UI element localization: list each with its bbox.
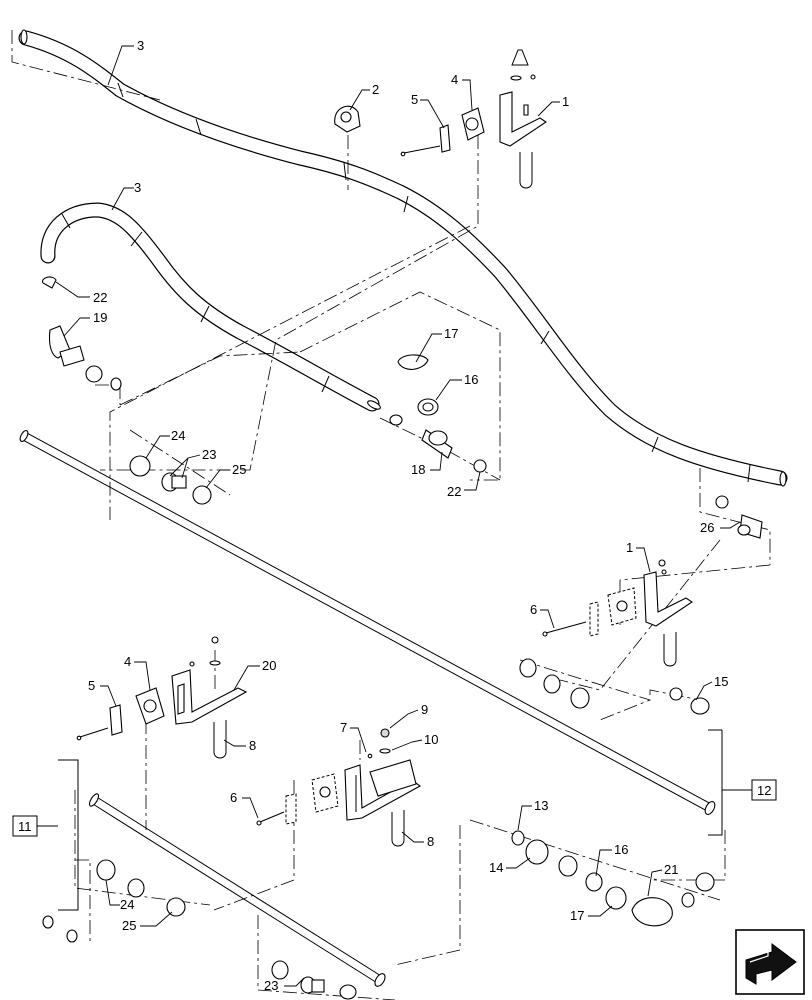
callout-9: 9 [421,702,428,717]
callout-5-lower: 5 [88,678,95,693]
fitting-26 [715,495,763,539]
callout-19: 19 [93,310,107,325]
short-tube [88,793,386,987]
bracket-20 [171,636,248,759]
callout-18: 18 [411,462,425,477]
callout-24-upper: 24 [171,428,185,443]
callout-1-upper: 1 [562,94,569,109]
callout-15: 15 [714,674,728,689]
callout-24-lower: 24 [120,897,134,912]
callout-22-left: 22 [93,290,107,305]
bracket-7 [256,728,422,847]
callout-5-upper: 5 [411,92,418,107]
assembly-lines [11,30,771,1000]
curved-hose [40,202,381,412]
callout-16-lower: 16 [614,842,628,857]
couplings-bottom [271,960,357,1000]
long-tube [19,429,716,816]
callout-25-lower: 25 [122,918,136,933]
callout-8-left: 8 [249,738,256,753]
callout-labels: 3 2 1 4 5 3 22 19 17 16 18 22 24 23 25 2… [88,38,728,993]
boxed-ref-11: 11 [12,815,58,837]
couplings-right [519,658,710,715]
elbow-19 [41,276,122,391]
boxed-ref-12: 12 [722,779,777,801]
callout-26: 26 [700,520,714,535]
callout-21: 21 [664,862,678,877]
callout-6-right: 6 [530,602,537,617]
svg-text:11: 11 [18,819,32,834]
couplings-upper [129,455,212,505]
couplings-lower-left [42,859,186,943]
callout-16-upper: 16 [464,372,478,387]
bracket-1-lower [542,559,693,667]
svg-text:12: 12 [757,783,771,798]
callout-10: 10 [424,732,438,747]
clip-2 [334,105,361,133]
clamp-4-lower [76,687,165,741]
couplings-lower-right [511,830,715,927]
callout-3-upper: 3 [137,38,144,53]
callout-8-right: 8 [427,834,434,849]
callout-17-lower: 17 [570,908,584,923]
callout-14: 14 [489,860,503,875]
callout-7: 7 [340,720,347,735]
callout-20: 20 [262,658,276,673]
callout-22-right: 22 [447,484,461,499]
leader-lines [55,45,741,987]
arrow-forward-icon[interactable] [735,929,805,995]
fitting-16-17-18 [389,354,487,473]
callout-1-lower: 1 [626,540,633,555]
callout-23-lower: 23 [264,978,278,993]
callout-6-left: 6 [230,790,237,805]
callout-4-upper: 4 [451,72,458,87]
callout-13: 13 [534,798,548,813]
callout-17-upper: 17 [444,326,458,341]
callout-23-upper: 23 [202,447,216,462]
ref-bracket-right [708,729,723,836]
clamp-4-upper [400,107,485,157]
bracket-1-upper [499,49,547,189]
callout-4-lower: 4 [124,654,131,669]
ref-bracket-left [58,759,79,911]
callout-3-lower: 3 [134,180,141,195]
upper-hose [18,29,788,487]
callout-2: 2 [372,82,379,97]
callout-25-upper: 25 [232,462,246,477]
